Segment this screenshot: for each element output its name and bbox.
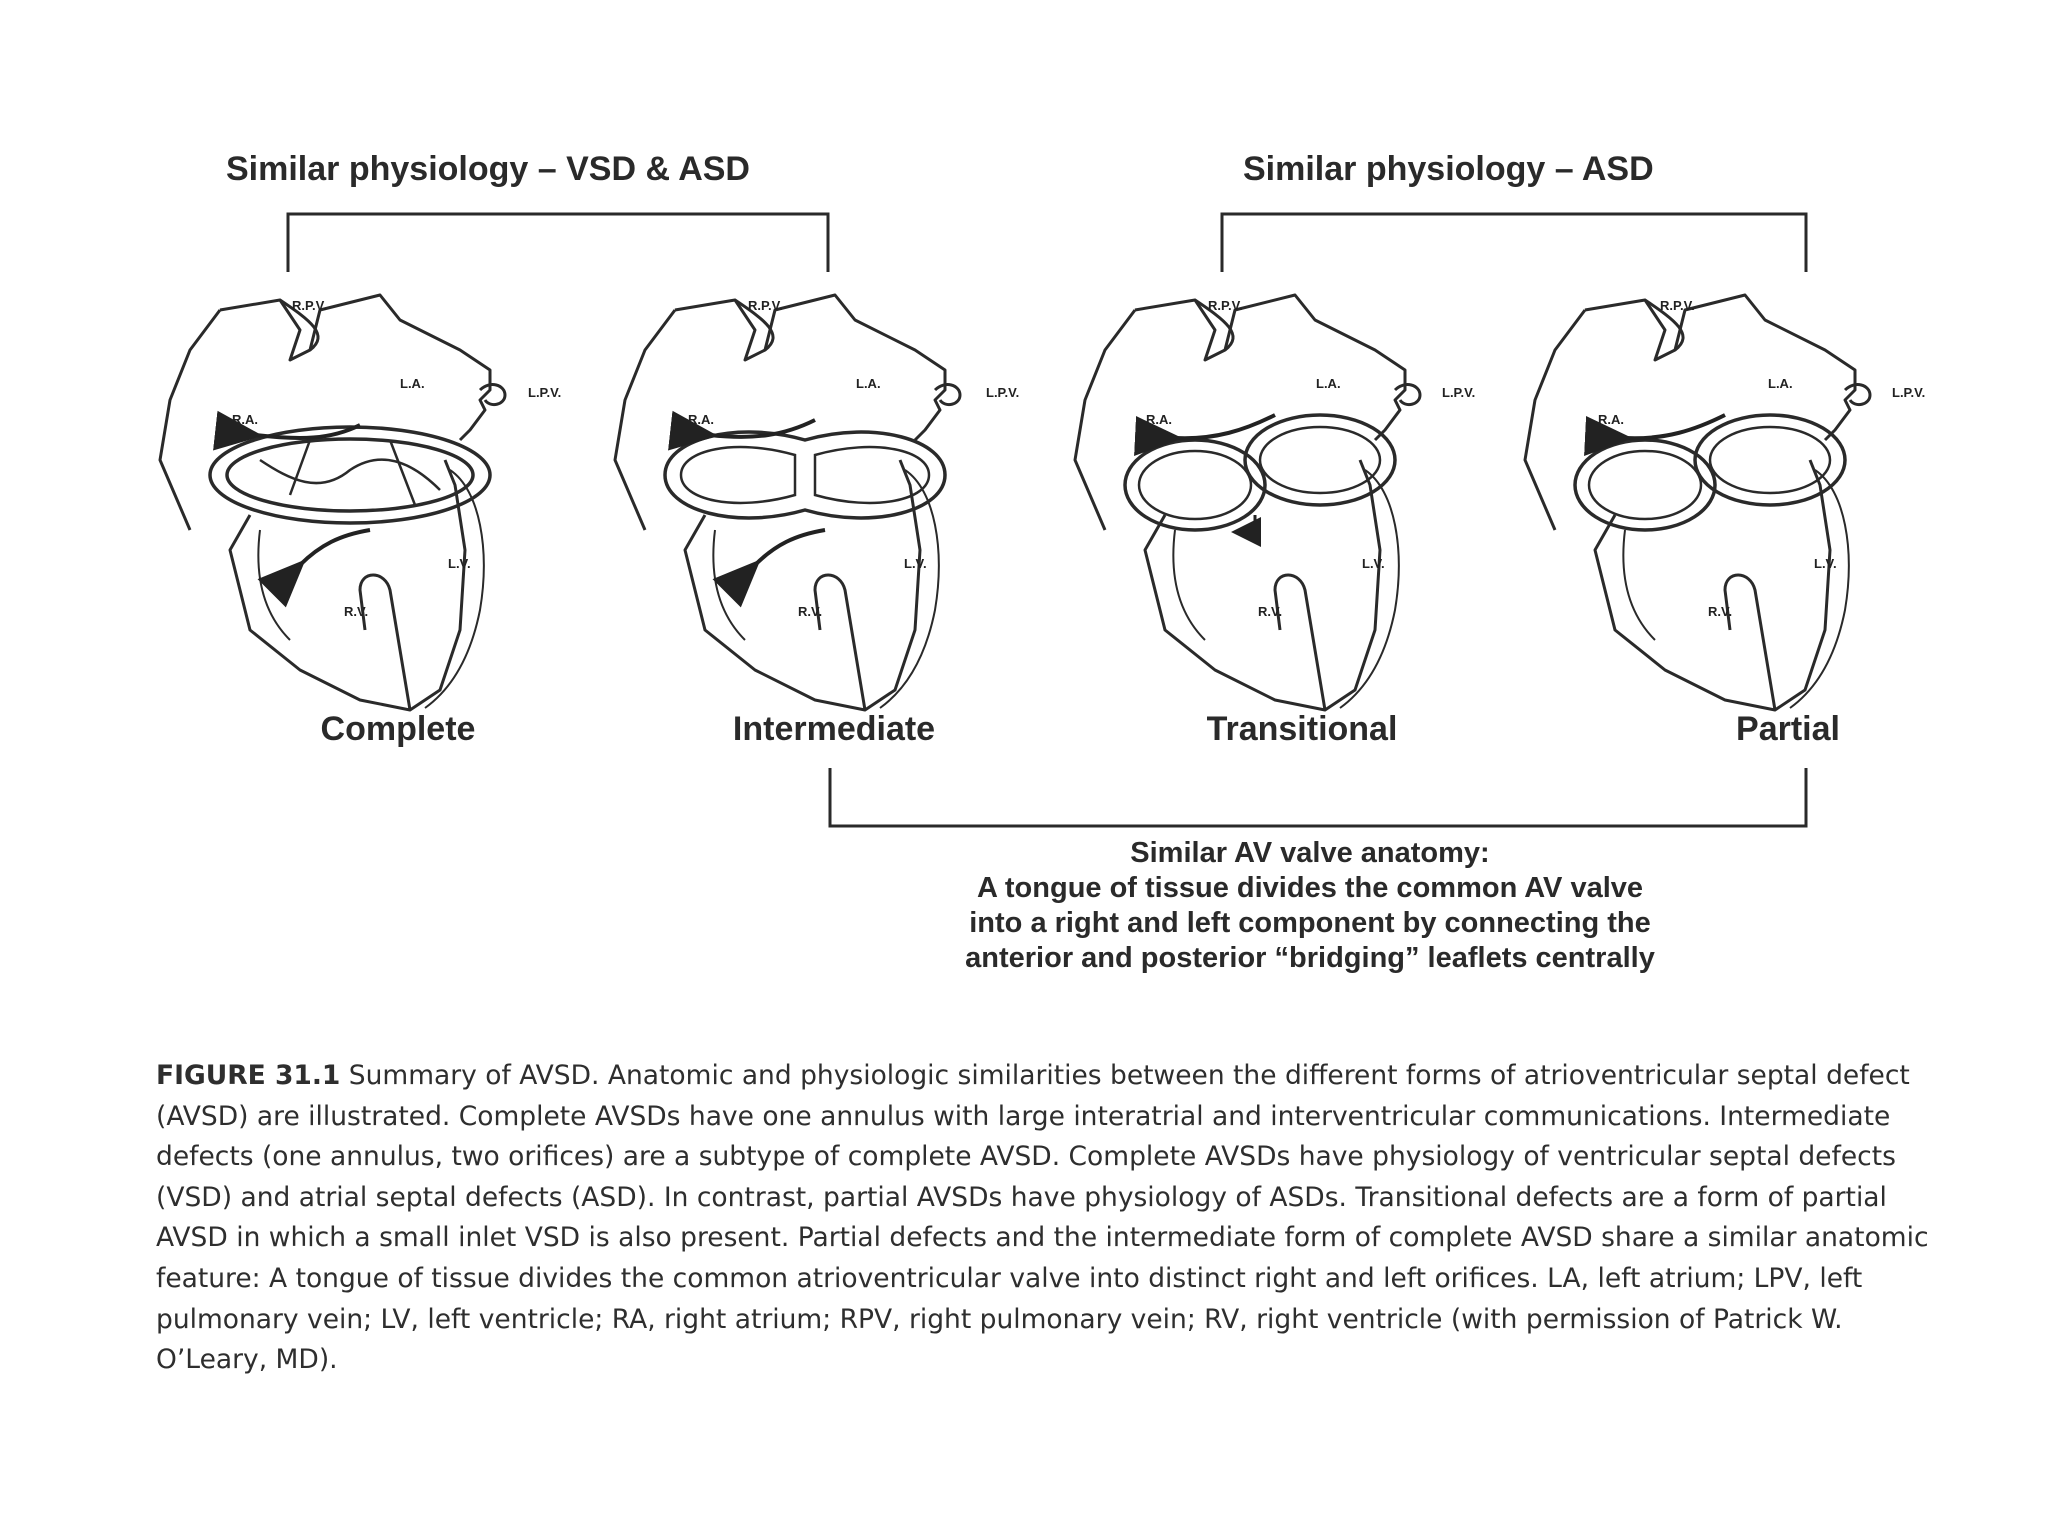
la-label: L.A. (1768, 376, 1793, 391)
label-complete: Complete (320, 710, 476, 748)
brackets (286, 212, 1808, 828)
label-transitional: Transitional (1206, 710, 1398, 748)
bracket-vsd-asd (286, 212, 830, 272)
lv-label: L.V. (1362, 556, 1385, 571)
note-line-3: into a right and left component by conne… (969, 907, 1651, 939)
lv-label: L.V. (1814, 556, 1837, 571)
heart-complete (158, 293, 507, 712)
figure-caption: FIGURE 31.1 Summary of AVSD. Anatomic an… (156, 1056, 1946, 1381)
rpv-label: R.P.V. (292, 298, 327, 313)
rv-label: R.V. (798, 604, 823, 619)
la-label: L.A. (400, 376, 425, 391)
note-line-4: anterior and posterior “bridging” leafle… (965, 942, 1655, 974)
rpv-label: R.P.V. (748, 298, 783, 313)
rv-label: R.V. (1708, 604, 1733, 619)
header-asd: Similar physiology – ASD (1243, 150, 1654, 188)
la-label: L.A. (856, 376, 881, 391)
lv-label: L.V. (904, 556, 927, 571)
ra-label: R.A. (232, 412, 258, 427)
lpv-label: L.P.V. (986, 385, 1020, 400)
rpv-label: R.P.V. (1660, 298, 1695, 313)
rv-label: R.V. (344, 604, 369, 619)
lpv-label: L.P.V. (528, 385, 562, 400)
heart-intermediate (613, 293, 962, 712)
rpv-label: R.P.V. (1208, 298, 1243, 313)
lv-label: L.V. (448, 556, 471, 571)
lpv-label: L.P.V. (1892, 385, 1926, 400)
note-line-1: Similar AV valve anatomy: (1130, 837, 1490, 869)
note-line-2: A tongue of tissue divides the common AV… (976, 872, 1644, 904)
caption-text: Summary of AVSD. Anatomic and physiologi… (156, 1060, 1929, 1376)
lpv-label: L.P.V. (1442, 385, 1476, 400)
label-partial: Partial (1736, 710, 1840, 748)
figure-label: FIGURE 31.1 (156, 1060, 341, 1091)
label-intermediate: Intermediate (732, 710, 936, 748)
la-label: L.A. (1316, 376, 1341, 391)
valve-anatomy-note: Similar AV valve anatomy: A tongue of ti… (860, 836, 1760, 976)
bracket-asd (1220, 212, 1808, 272)
heart-transitional (1073, 293, 1422, 712)
ra-label: R.A. (1146, 412, 1172, 427)
rv-label: R.V. (1258, 604, 1283, 619)
bracket-valve-anatomy (828, 768, 1808, 828)
heart-partial (1523, 293, 1872, 712)
ra-label: R.A. (688, 412, 714, 427)
ra-label: R.A. (1598, 412, 1624, 427)
header-vsd-asd: Similar physiology – VSD & ASD (226, 150, 750, 188)
